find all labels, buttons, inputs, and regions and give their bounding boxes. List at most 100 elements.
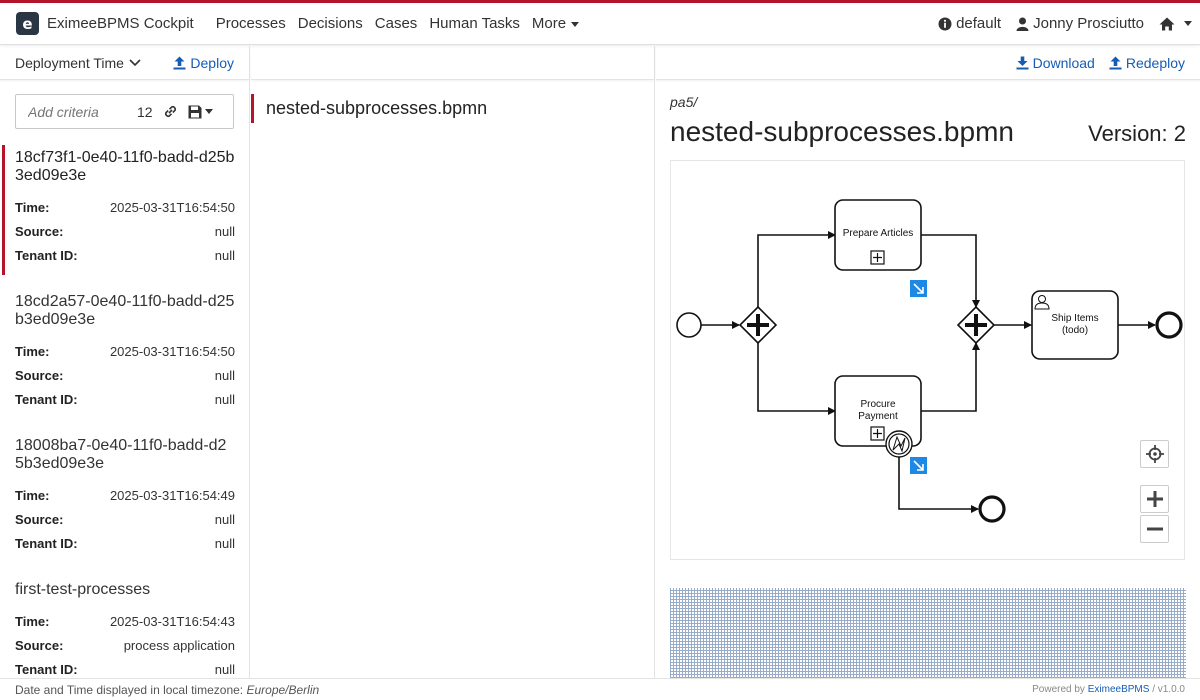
zoom-in-button[interactable]	[1140, 485, 1169, 513]
top-navbar: e EximeeBPMS Cockpit Processes Decisions…	[0, 3, 1200, 45]
download-icon	[1016, 56, 1029, 69]
bpmn-diagram[interactable]: Prepare Articles Procure Payment Ship It…	[670, 160, 1185, 560]
flow-boundary-to-end	[898, 457, 979, 513]
start-event	[676, 312, 702, 338]
deployment-source: null	[214, 367, 235, 383]
drilldown-marker-prepare	[910, 280, 927, 297]
deployments-header: Deployment Time Deploy	[0, 46, 249, 80]
time-label: Time:	[15, 613, 50, 629]
plus-icon	[1146, 491, 1163, 507]
time-label: Time:	[15, 199, 50, 215]
brand[interactable]: e EximeeBPMS Cockpit	[16, 12, 194, 35]
deployment-item[interactable]: first-test-processes Time: 2025-03-31T16:…	[0, 577, 249, 678]
deployment-list: 18cf73f1-0e40-11f0-badd-d25b3ed09e3e Tim…	[0, 145, 249, 678]
nav-human-tasks[interactable]: Human Tasks	[429, 15, 520, 32]
nav-more-label: More	[531, 15, 567, 32]
redeploy-label: Redeploy	[1125, 54, 1185, 71]
deployment-time-row: Time: 2025-03-31T16:54:43	[15, 609, 235, 633]
redeploy-button[interactable]: Redeploy	[1109, 55, 1185, 71]
nav-processes[interactable]: Processes	[215, 15, 286, 32]
title-row: nested-subprocesses.bpmn Version: 2	[670, 116, 1186, 148]
deployment-source-row: Source:process application	[15, 633, 235, 657]
crosshair-icon	[1145, 445, 1164, 463]
timezone-value: Europe/Berlin	[246, 682, 320, 697]
deployment-tenant-row: Tenant ID: null	[15, 243, 235, 267]
bpmn-canvas	[676, 199, 1183, 523]
criteria-search: 12	[15, 94, 234, 129]
caret-down-icon	[204, 109, 213, 114]
deployment-name: first-test-processes	[15, 581, 151, 598]
deployment-time-row: Time: 2025-03-31T16:54:50	[15, 339, 235, 363]
user-menu[interactable]: Jonny Prosciutto	[1016, 15, 1144, 32]
deploy-button[interactable]: Deploy	[173, 55, 234, 71]
task-label-procure-1: Procure	[860, 399, 896, 410]
resources-header	[251, 46, 654, 80]
end-event	[1155, 311, 1183, 339]
deployment-item[interactable]: 18cd2a57-0e40-11f0-badd-d25b3ed09e3e Tim…	[0, 289, 249, 419]
powered-brand-link[interactable]: EximeeBPMS	[1087, 684, 1150, 695]
deployment-tenant: null	[214, 535, 235, 551]
task-label-ship-2: (todo)	[1061, 325, 1089, 336]
task-label-procure-2: Payment	[858, 411, 898, 422]
subprocess-procure-payment	[834, 375, 922, 447]
reset-zoom-button[interactable]	[1140, 440, 1169, 468]
deployment-item[interactable]: 18cf73f1-0e40-11f0-badd-d25b3ed09e3e Tim…	[0, 145, 249, 275]
tenant-label: Tenant ID:	[15, 247, 78, 263]
source-label: Source:	[15, 511, 64, 527]
sequence-flows	[701, 231, 1156, 513]
info-icon	[938, 17, 952, 30]
powered-version: / v1.0.0	[1152, 684, 1185, 695]
powered-prefix: Powered by	[1032, 684, 1085, 695]
task-label-prepare: Prepare Articles	[842, 228, 914, 239]
home-menu[interactable]	[1159, 17, 1192, 31]
deployment-tenant: null	[214, 247, 235, 263]
user-task-ship-items	[1031, 290, 1119, 360]
deployment-source-row: Source:null	[15, 363, 235, 387]
deployment-time-row: Time:2025-03-31T16:54:49	[15, 483, 235, 507]
deployment-source-row: Source: null	[15, 219, 235, 243]
deployment-time: 2025-03-31T16:54:50	[109, 343, 235, 359]
flow-split-to-procure	[757, 343, 836, 415]
nav-cases[interactable]: Cases	[374, 15, 418, 32]
nav-decisions[interactable]: Decisions	[297, 15, 363, 32]
flow-procure-to-join	[921, 342, 980, 412]
sort-label: Deployment Time	[15, 54, 124, 71]
deployment-source: null	[214, 223, 235, 239]
flow-prepare-to-join	[921, 234, 980, 308]
deployment-tenant-row: Tenant ID:null	[15, 531, 235, 555]
resource-detail: pa5/ nested-subprocesses.bpmn Version: 2	[656, 80, 1200, 560]
brand-logo: e	[16, 12, 39, 35]
result-count: 12	[137, 103, 153, 120]
deployment-item[interactable]: 18008ba7-0e40-11f0-badd-d25b3ed09e3e Tim…	[0, 433, 249, 563]
criteria-input[interactable]	[26, 102, 131, 121]
deployment-time: 2025-03-31T16:54:43	[109, 613, 235, 629]
deployment-time-row: Time: 2025-03-31T16:54:50	[15, 195, 235, 219]
upload-icon	[1109, 56, 1122, 69]
zoom-out-button[interactable]	[1140, 515, 1169, 543]
caret-down-icon	[1184, 21, 1192, 26]
source-label: Source:	[15, 223, 64, 239]
resource-item[interactable]: nested-subprocesses.bpmn	[251, 94, 654, 123]
floppy-disk-icon	[188, 105, 202, 118]
save-dropdown[interactable]	[188, 105, 213, 119]
error-end-event	[978, 495, 1006, 523]
tenant-menu[interactable]: default	[938, 15, 1001, 32]
resource-detail-panel: Download Redeploy pa5/ nested-subprocess…	[656, 46, 1200, 678]
resource-path: pa5/	[670, 94, 698, 110]
footer: Date and Time displayed in local timezon…	[0, 678, 1200, 700]
upload-icon	[173, 56, 186, 69]
parallel-gateway-split	[738, 305, 778, 345]
link-button[interactable]	[163, 104, 178, 119]
tenant-label: default	[956, 15, 1002, 32]
nav-more-dropdown[interactable]: More	[531, 15, 580, 32]
diagram-minimap[interactable]	[670, 588, 1186, 678]
deployment-tenant-row: Tenant ID:null	[15, 387, 235, 411]
time-label: Time:	[15, 343, 50, 359]
sort-dropdown[interactable]: Deployment Time	[15, 55, 141, 71]
download-button[interactable]: Download	[1016, 55, 1095, 71]
deployment-source: process application	[123, 637, 235, 653]
resource-detail-header: Download Redeploy	[656, 46, 1200, 80]
deployment-time: 2025-03-31T16:54:50	[109, 199, 235, 215]
resources-panel: nested-subprocesses.bpmn	[251, 46, 655, 678]
tenant-label: Tenant ID:	[15, 661, 78, 677]
